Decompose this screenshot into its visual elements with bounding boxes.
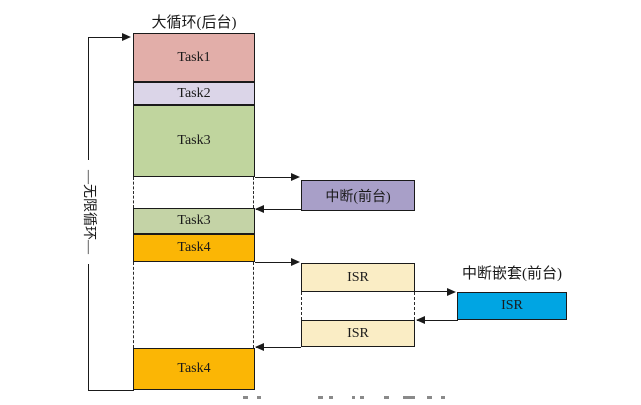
- nested-isr-box: ISR: [457, 292, 567, 320]
- nested-interrupt-title: 中断嵌套(前台): [462, 266, 562, 282]
- background-loop-title: 大循环(后台): [151, 15, 237, 31]
- interrupt-box: 中断(前台): [301, 180, 415, 211]
- arrowhead-loop-top: [122, 33, 131, 41]
- task-label: Task3: [177, 133, 211, 148]
- task-label: Task3: [177, 213, 211, 228]
- isr-box-first: ISR: [301, 263, 415, 292]
- arrowhead-isr-return: [255, 343, 264, 351]
- task-label: Task1: [177, 49, 211, 65]
- interrupt-call-line: [255, 177, 298, 178]
- loop-line-bottom: [88, 390, 134, 391]
- task-box: Task2: [133, 82, 255, 105]
- nested-isr-label: ISR: [501, 298, 523, 313]
- task-label: Task2: [177, 85, 211, 101]
- nested-return-line: [417, 320, 458, 321]
- isr-call-line: [255, 262, 298, 263]
- isr-return-line: [256, 347, 301, 348]
- arrowhead-interrupt-return: [255, 205, 264, 213]
- infinite-loop-label: —无限循环—: [79, 160, 97, 264]
- loop-line-top: [88, 37, 126, 38]
- nested-gap-dashed-left: [301, 292, 302, 320]
- task-box: Task4: [133, 234, 255, 262]
- idle-gap-isr: [133, 262, 254, 348]
- task-box: Task3: [133, 208, 255, 234]
- arrowhead-isr-call: [291, 258, 300, 266]
- isr-box-second: ISR: [301, 320, 415, 347]
- task-box: Task1: [133, 33, 255, 82]
- isr-label: ISR: [347, 269, 369, 285]
- arrowhead-interrupt-call: [291, 173, 300, 181]
- interrupt-label: 中断(前台): [325, 189, 391, 205]
- nested-call-line: [301, 291, 447, 292]
- idle-gap-interrupt: [133, 177, 254, 208]
- arrowhead-nested-call: [447, 288, 456, 296]
- task-label: Task4: [177, 361, 211, 376]
- task-label: Task4: [177, 240, 211, 255]
- nested-gap-dashed-right: [414, 292, 415, 320]
- task-box: Task3: [133, 105, 255, 177]
- isr-label: ISR: [347, 325, 369, 341]
- task-box: Task4: [133, 348, 255, 390]
- interrupt-return-line: [256, 209, 301, 210]
- arrowhead-nested-return: [416, 316, 425, 324]
